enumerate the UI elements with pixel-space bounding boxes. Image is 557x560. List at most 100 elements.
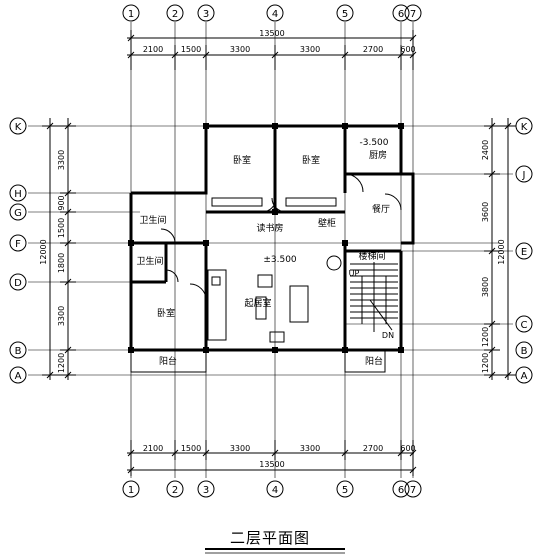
axis-grid-lines (28, 22, 513, 478)
room-label-bedroom-1: 卧室 (233, 154, 251, 166)
left-total-dim: 12000 (39, 239, 48, 264)
right-dim-2: 3600 (481, 202, 490, 222)
room-label-bedroom-3: 卧室 (157, 307, 175, 319)
room-label-living: 起居室 (244, 297, 271, 309)
axis-bubble: 6 (392, 4, 410, 22)
top-dim-1: 2100 (143, 45, 163, 54)
svg-text:D: D (14, 278, 22, 289)
axis-bubble: 5 (336, 4, 354, 22)
axis-bubble: H (9, 184, 27, 202)
left-dim-5: 3300 (57, 306, 66, 326)
row-axis-bubbles-left: K H G F D B A (9, 117, 27, 384)
axis-bubble: 4 (266, 480, 284, 498)
bottom-dim-6: 600 (400, 444, 415, 453)
axis-bubble: 3 (197, 4, 215, 22)
stair-down-label: DN (382, 331, 394, 340)
column-axis-bubbles-top: 1 2 3 4 5 6 7 (122, 4, 422, 22)
column-axis-bubbles-bottom: 1 2 3 4 5 6 7 (122, 480, 422, 498)
axis-bubble: E (515, 242, 533, 260)
left-dim-6: 1200 (57, 353, 66, 373)
svg-text:4: 4 (272, 9, 278, 20)
axis-bubble: C (515, 315, 533, 333)
axis-bubble: D (9, 273, 27, 291)
drawing-title: 二层平面图 (230, 529, 310, 547)
room-label-dining: 餐厅 (372, 203, 390, 215)
svg-text:H: H (14, 189, 22, 200)
svg-text:3: 3 (203, 9, 209, 20)
svg-text:6: 6 (398, 485, 404, 496)
svg-text:A: A (521, 371, 528, 382)
svg-text:C: C (521, 320, 528, 331)
bottom-dim-5: 2700 (363, 444, 383, 453)
axis-bubble: F (9, 234, 27, 252)
axis-bubble: A (9, 366, 27, 384)
axis-bubble: 7 (404, 4, 422, 22)
top-dim-3: 3300 (230, 45, 250, 54)
room-label-bath-2: 卫生间 (136, 255, 163, 267)
bottom-dim-1: 2100 (143, 444, 163, 453)
kitchen-level-label: -3.500 (359, 138, 388, 148)
room-label-bath-1: 卫生间 (139, 214, 166, 226)
axis-bubble: B (515, 341, 533, 359)
room-label-bedroom-2: 卧室 (302, 154, 320, 166)
thin-partitions (130, 197, 386, 373)
room-label-cabinet: 壁柜 (318, 217, 336, 229)
room-label-stair: 楼梯间 (358, 250, 385, 262)
row-axis-bubbles-right: K J E C B A (515, 117, 533, 384)
axis-bubble: K (515, 117, 533, 135)
room-label-balcony-1: 阳台 (159, 355, 177, 367)
fixtures (211, 255, 342, 343)
right-dim-4: 1200 (481, 327, 490, 347)
svg-text:5: 5 (342, 9, 348, 20)
axis-bubble: 6 (392, 480, 410, 498)
top-dim-6: 600 (400, 45, 415, 54)
top-dim-2: 1500 (181, 45, 201, 54)
svg-text:J: J (522, 170, 526, 181)
svg-text:F: F (15, 239, 21, 250)
bottom-dim-4: 3300 (300, 444, 320, 453)
axis-bubble: 3 (197, 480, 215, 498)
axis-bubble: 1 (122, 480, 140, 498)
bottom-dim-3: 3300 (230, 444, 250, 453)
svg-text:3: 3 (203, 485, 209, 496)
axis-bubble: K (9, 117, 27, 135)
top-dim-5: 2700 (363, 45, 383, 54)
axis-bubble: A (515, 366, 533, 384)
axis-bubble: B (9, 341, 27, 359)
svg-text:2: 2 (172, 9, 178, 20)
left-dim-4: 1800 (57, 253, 66, 273)
right-dim-5: 1200 (481, 353, 490, 373)
bottom-total-dim: 13500 (259, 460, 284, 469)
top-total-dim: 13500 (259, 29, 284, 38)
right-dimension-chain: 2400 3600 3800 1200 1200 12000 (481, 118, 516, 380)
left-dimension-chain: 3300 900 1500 1800 3300 1200 12000 (39, 118, 76, 380)
axis-bubble: J (515, 165, 533, 183)
stair-up-label: UP (349, 269, 360, 278)
top-dim-4: 3300 (300, 45, 320, 54)
axis-bubble: 1 (122, 4, 140, 22)
svg-text:G: G (14, 208, 22, 219)
svg-text:2: 2 (172, 485, 178, 496)
left-dim-3: 1500 (57, 218, 66, 238)
svg-text:1: 1 (128, 9, 134, 20)
structural-columns (128, 123, 404, 353)
svg-text:7: 7 (410, 485, 416, 496)
svg-text:E: E (521, 247, 527, 258)
svg-text:K: K (521, 122, 528, 133)
svg-text:4: 4 (272, 485, 278, 496)
staircase (350, 262, 398, 332)
floor-level-label: ±3.500 (263, 255, 297, 265)
axis-bubble: G (9, 203, 27, 221)
svg-text:7: 7 (410, 9, 416, 20)
bottom-dimension-chain: 2100 1500 3300 3300 2700 600 13500 (127, 440, 417, 476)
axis-bubble: 2 (166, 480, 184, 498)
svg-text:1: 1 (128, 485, 134, 496)
svg-text:B: B (15, 346, 22, 357)
room-label-study: 读书房 (256, 222, 283, 234)
door-swings (160, 173, 402, 301)
top-dimension-chain: 13500 2100 1500 3300 3300 2700 600 (127, 29, 417, 70)
svg-text:6: 6 (398, 9, 404, 20)
svg-text:5: 5 (342, 485, 348, 496)
room-label-kitchen: 厨房 (369, 149, 387, 161)
